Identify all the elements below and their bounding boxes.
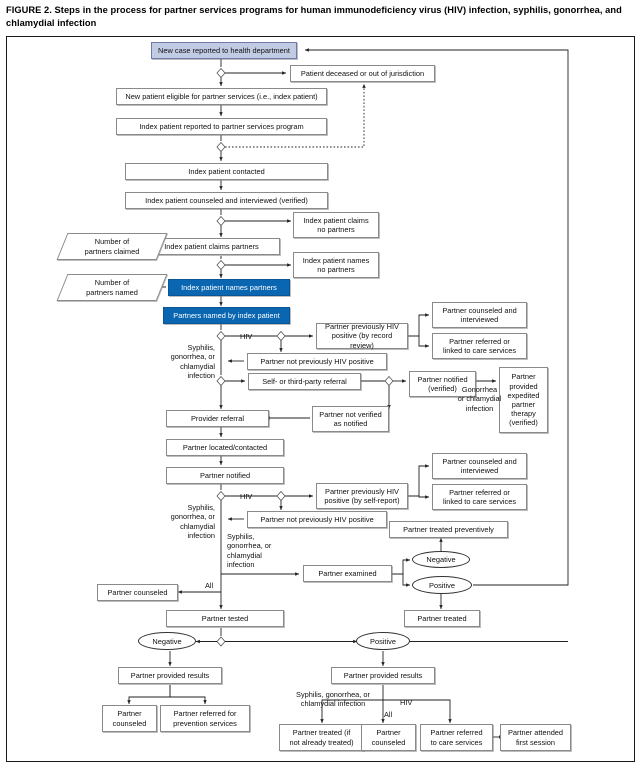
- node-partner-not-verified-as-notified[interactable]: Partner not verified as notified: [312, 406, 389, 432]
- node-partner-examined[interactable]: Partner examined: [303, 565, 392, 582]
- node-provider-referral[interactable]: Provider referral: [166, 410, 269, 427]
- node-index-names-partners[interactable]: Index patient names partners: [168, 279, 290, 296]
- node-index-claims-no-partners[interactable]: Index patient claims no partners: [293, 212, 379, 238]
- node-partners-named-by-index[interactable]: Partners named by index patient: [163, 307, 290, 324]
- node-partner-treated-preventively[interactable]: Partner treated preventively: [389, 521, 508, 538]
- edge-label-sgc-2: Syphilis, gonorrhea, or chlamydial infec…: [170, 503, 215, 540]
- node-new-patient-eligible[interactable]: New patient eligible for partner service…: [116, 88, 327, 105]
- node-index-reported[interactable]: Index patient reported to partner servic…: [116, 118, 327, 135]
- node-partner-referred-linked-2[interactable]: Partner referred or linked to care servi…: [432, 484, 527, 510]
- node-partner-provided-expedited-therapy[interactable]: Partner provided expedited partner thera…: [499, 367, 548, 433]
- node-partner-provided-results-right[interactable]: Partner provided results: [331, 667, 435, 684]
- node-new-case[interactable]: New case reported to health department: [151, 42, 297, 59]
- node-number-partners-named[interactable]: Number of partners named: [56, 274, 168, 301]
- number-partners-claimed-label: Number of partners claimed: [84, 237, 140, 256]
- node-partner-counseled-left[interactable]: Partner counseled: [97, 584, 178, 601]
- node-test-negative[interactable]: Negative: [138, 632, 196, 650]
- node-partner-counseled-bottom-left[interactable]: Partner counseled: [102, 705, 157, 732]
- node-partner-counseled-interviewed-2[interactable]: Partner counseled and interviewed: [432, 453, 527, 479]
- node-partner-tested[interactable]: Partner tested: [166, 610, 284, 627]
- edge-label-all-bottom: All: [384, 710, 393, 719]
- node-index-counseled-interviewed[interactable]: Index patient counseled and interviewed …: [125, 192, 328, 209]
- node-partner-attended-first-session[interactable]: Partner attended first session: [500, 724, 571, 751]
- node-partner-referred-linked-1[interactable]: Partner referred or linked to care servi…: [432, 333, 527, 359]
- edge-label-gonorrhea-chlamydial-1: Gonorrhea or chlamydial infection: [457, 385, 502, 413]
- node-partner-counseled-interviewed-1[interactable]: Partner counseled and interviewed: [432, 302, 527, 328]
- edge-label-sgc-1: Syphilis, gonorrhea, or chlamydial infec…: [170, 343, 215, 380]
- edge-label-all-1: All: [205, 581, 214, 590]
- node-partner-referred-prevention-services[interactable]: Partner referred for prevention services: [160, 705, 250, 732]
- node-exam-negative[interactable]: Negative: [412, 551, 470, 568]
- edge-label-sgc-3: Syphilis, gonorrhea, or chlamydial infec…: [227, 532, 272, 569]
- number-partners-named-label: Number of partners named: [86, 278, 138, 297]
- node-test-positive[interactable]: Positive: [356, 632, 410, 650]
- node-partner-provided-results-left[interactable]: Partner provided results: [118, 667, 222, 684]
- node-number-partners-claimed[interactable]: Number of partners claimed: [56, 233, 168, 260]
- edge-label-hiv-bottom: HIV: [400, 698, 413, 707]
- node-partner-not-previously-hiv-1[interactable]: Partner not previously HIV positive: [247, 353, 387, 370]
- edge-label-sgc-bottom: Syphilis, gonorrhea, or chlamydial infec…: [296, 690, 370, 709]
- node-self-third-party-referral[interactable]: Self- or third-party referral: [248, 373, 361, 390]
- node-partner-notified[interactable]: Partner notified: [166, 467, 284, 484]
- node-index-names-no-partners[interactable]: Index patient names no partners: [293, 252, 379, 278]
- node-exam-positive[interactable]: Positive: [412, 576, 472, 594]
- node-partner-notified-verified[interactable]: Partner notified (verified): [409, 371, 476, 397]
- node-partner-located-contacted[interactable]: Partner located/contacted: [166, 439, 284, 456]
- figure-caption: FIGURE 2. Steps in the process for partn…: [6, 5, 622, 28]
- node-partner-treated-if-not-already[interactable]: Partner treated (if not already treated): [279, 724, 364, 751]
- node-partner-counseled-bottom-right[interactable]: Partner counseled: [361, 724, 416, 751]
- node-partner-previously-hiv-record-review[interactable]: Partner previously HIV positive (by reco…: [316, 322, 408, 350]
- node-partner-not-previously-hiv-2[interactable]: Partner not previously HIV positive: [247, 511, 387, 528]
- node-partner-previously-hiv-self-report[interactable]: Partner previously HIV positive (by self…: [316, 483, 408, 509]
- edge-label-hiv-2: HIV: [240, 492, 253, 501]
- node-partner-treated[interactable]: Partner treated: [404, 610, 480, 627]
- node-partner-referred-to-care-services[interactable]: Partner referred to care services: [420, 724, 493, 751]
- node-patient-deceased[interactable]: Patient deceased or out of jurisdiction: [290, 65, 435, 82]
- node-index-contacted[interactable]: Index patient contacted: [125, 163, 328, 180]
- edge-label-hiv-1: HIV: [240, 332, 253, 341]
